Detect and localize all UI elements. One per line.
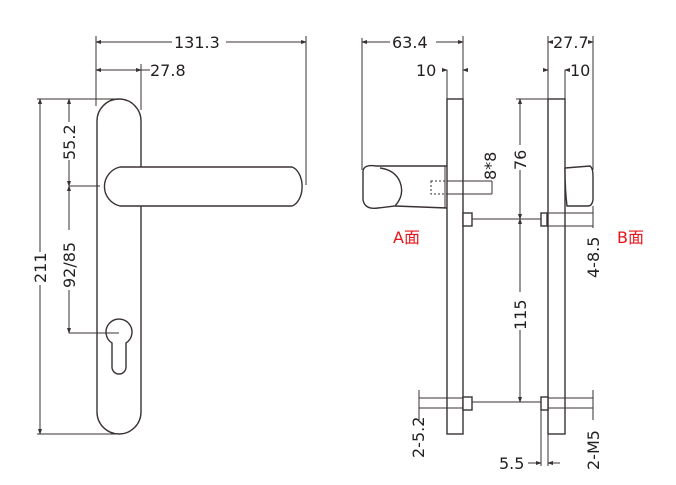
dim-spindle: 8*8 — [481, 152, 500, 180]
dim-b-depth: 27.7 — [553, 33, 589, 52]
dim-total-height: 211 — [31, 252, 50, 283]
lever-handle — [103, 166, 303, 207]
screw-boss-a-top — [462, 212, 473, 227]
dim-total-width: 131.3 — [174, 33, 220, 52]
screw-boss-a-bottom — [462, 396, 473, 411]
dim-top-to-screw: 76 — [511, 150, 530, 170]
dim-b-boss: 5.5 — [499, 454, 524, 473]
dim-a-plate: 10 — [416, 61, 436, 80]
dim-a-bottom-holes: 2-5.2 — [409, 417, 428, 458]
dim-b-plate: 10 — [570, 61, 590, 80]
dim-plate-width: 27.8 — [150, 61, 186, 80]
handle-a — [362, 164, 448, 210]
plate-a — [446, 98, 464, 435]
backplate — [96, 98, 142, 435]
screw-boss-b-bottom — [540, 396, 549, 411]
side-view-a: 8*8 63.4 10 A面 2-5.2 — [361, 33, 548, 458]
dim-a-depth: 63.4 — [392, 33, 428, 52]
front-view: 131.3 27.8 211 55.2 92/85 — [31, 33, 307, 435]
dim-screw-spacing: 115 — [511, 299, 530, 330]
dim-handle-to-cylinder: 92/85 — [60, 242, 79, 288]
label-b-side: B面 — [617, 228, 644, 247]
rose-b — [564, 165, 594, 207]
screw-boss-b-top — [540, 212, 548, 227]
label-a-side: A面 — [393, 228, 420, 247]
dim-b-holes: 4-8.5 — [584, 237, 603, 278]
dim-b-threads: 2-M5 — [584, 430, 603, 470]
side-view-b: 27.7 10 76 115 4-8.5 B面 2-M5 5.5 — [499, 33, 644, 473]
spindle-hidden — [430, 180, 448, 195]
dim-top-to-handle: 55.2 — [60, 124, 79, 160]
plate-b — [547, 98, 566, 435]
